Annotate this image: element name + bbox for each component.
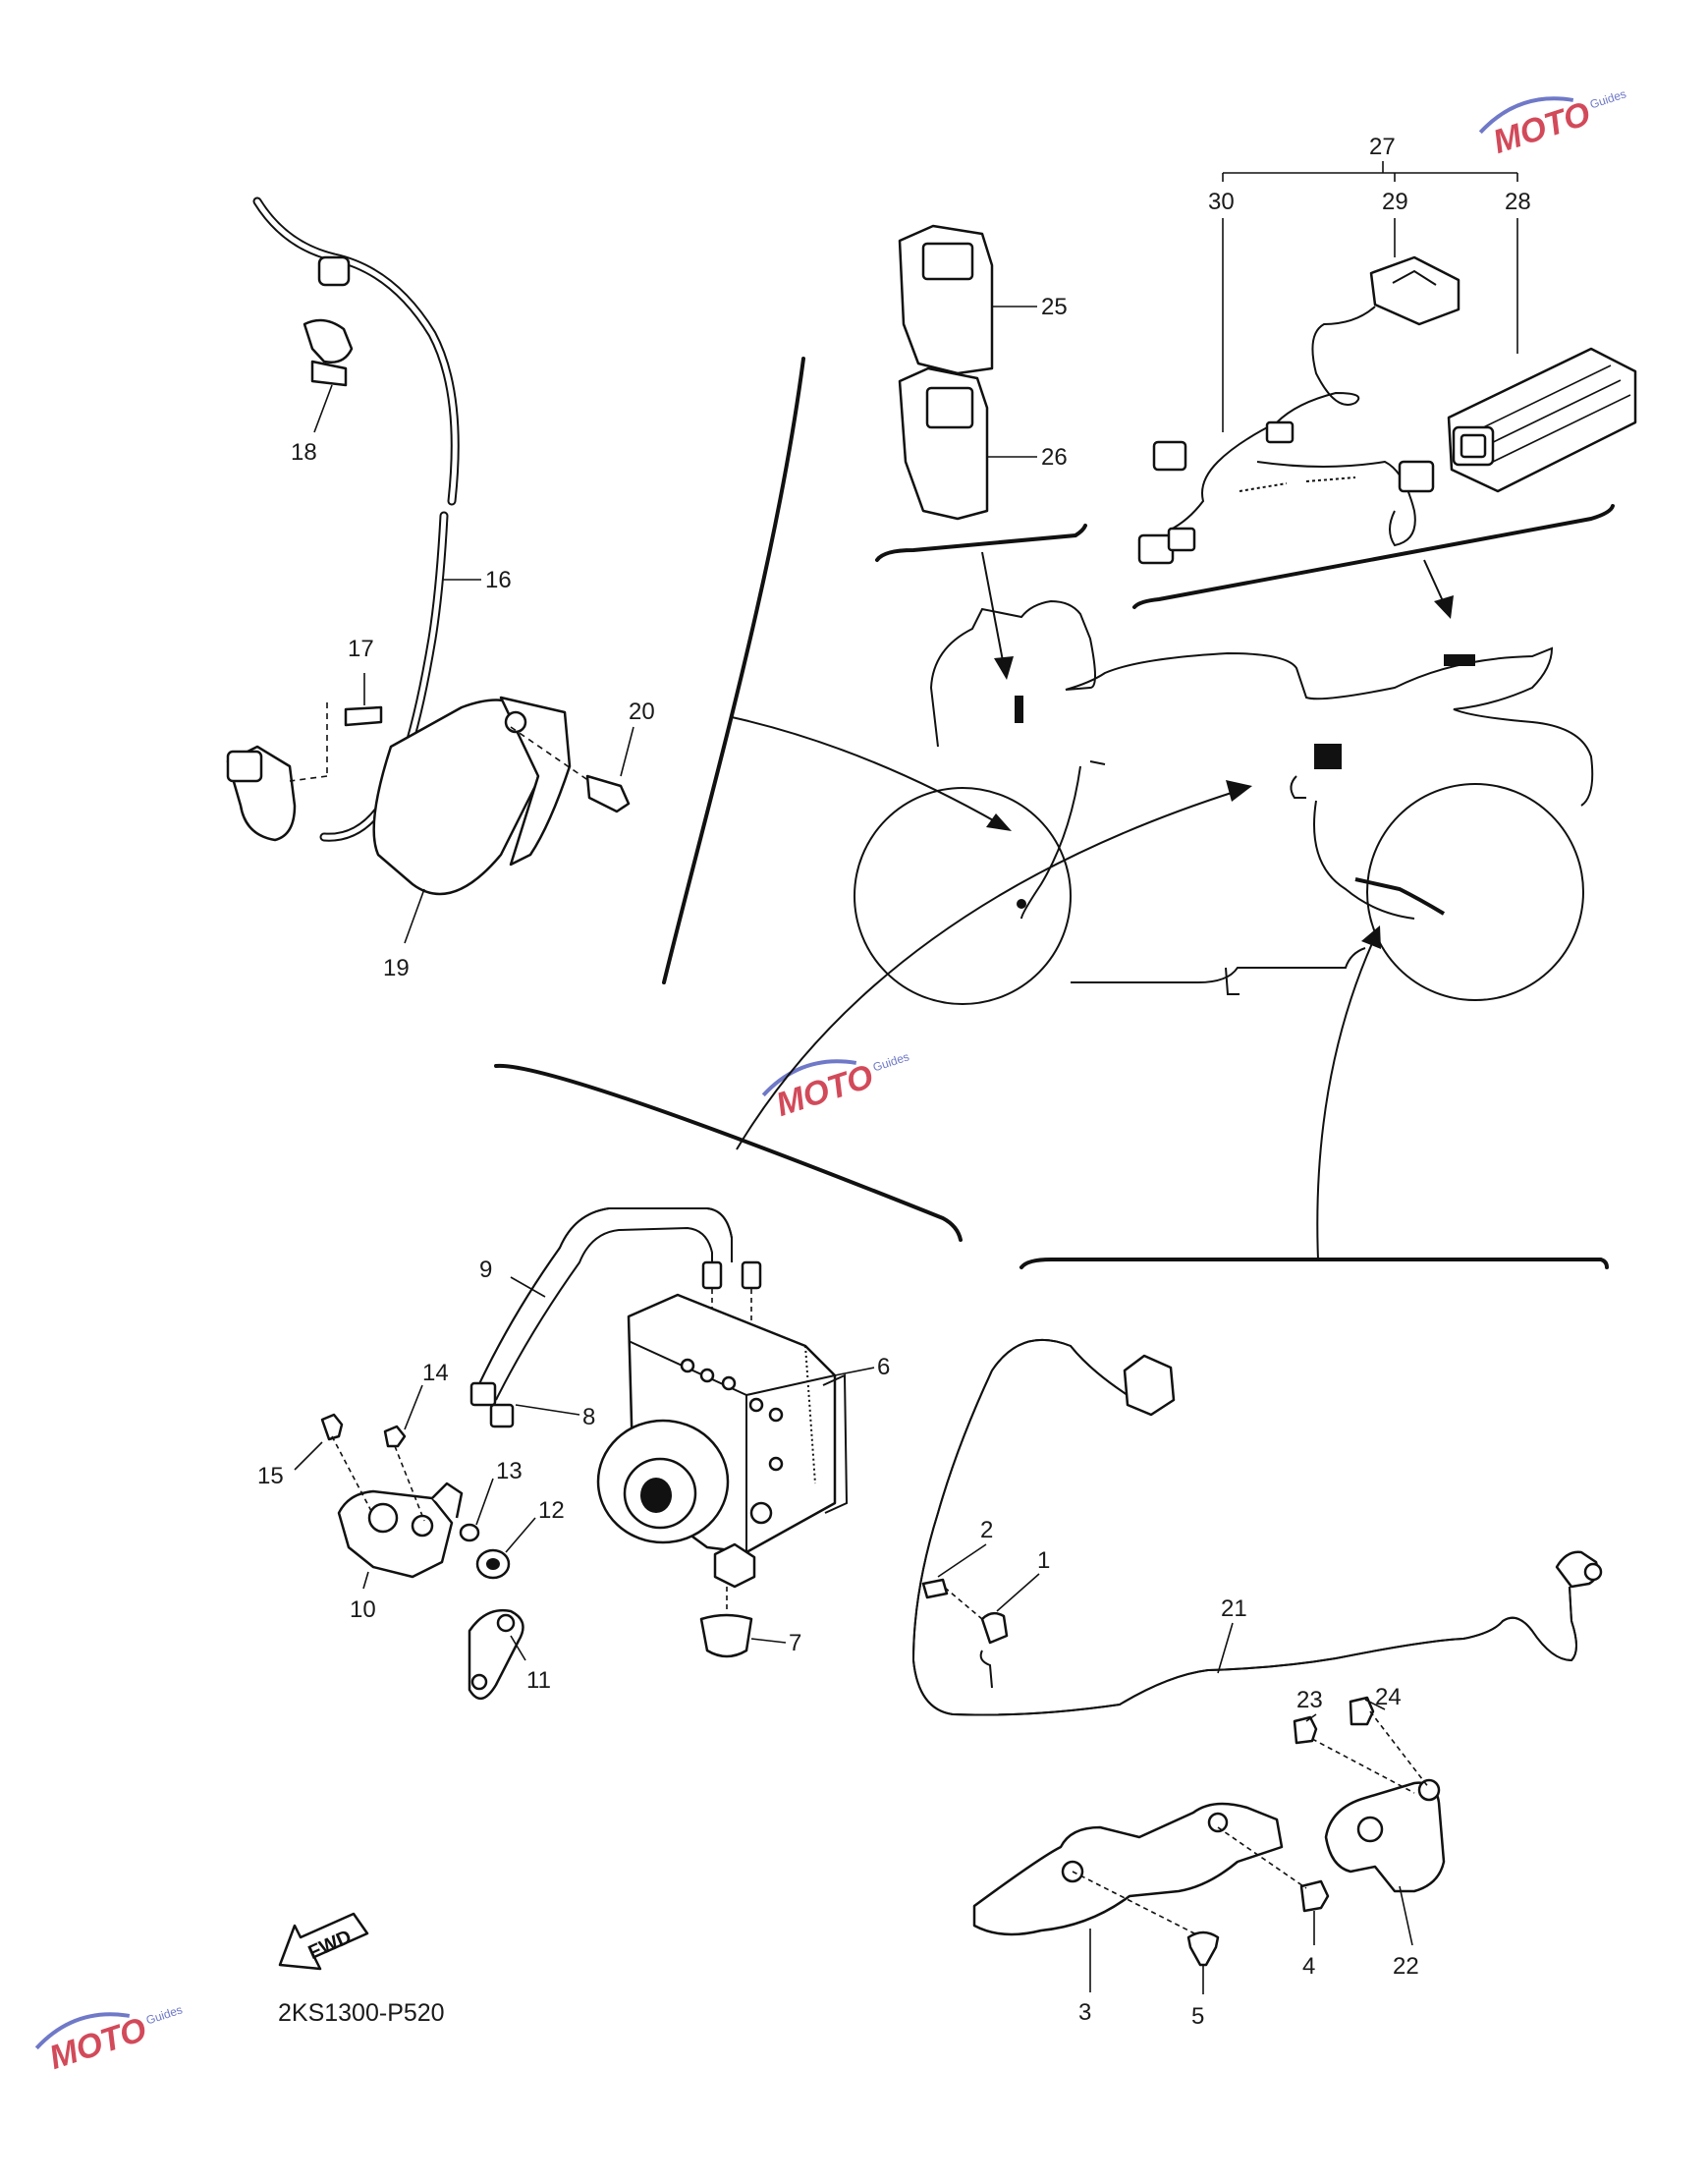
rear-wheel-sensor-group: [911, 1338, 1603, 1967]
sensor-bolt-icon: [344, 705, 383, 727]
fwd-arrow: FWD: [278, 1912, 369, 1971]
callout-30: 30: [1208, 189, 1235, 215]
callout-26: 26: [1041, 444, 1068, 471]
callout-15: 15: [257, 1463, 284, 1489]
bolt-4-icon: [1299, 1879, 1330, 1913]
sensor-stay-icon: [972, 1802, 1284, 1936]
callout-20: 20: [629, 699, 655, 725]
callout-23: 23: [1296, 1687, 1323, 1713]
callout-19: 19: [383, 955, 410, 981]
callout-21: 21: [1221, 1595, 1247, 1622]
callout-16: 16: [485, 567, 512, 593]
callout-28: 28: [1505, 189, 1531, 215]
callout-5: 5: [1191, 2003, 1204, 2030]
svg-text:MOTO: MOTO: [772, 1058, 878, 1124]
watermark-bottom-left: MOTO Guides: [34, 2002, 184, 2077]
svg-text:MOTO: MOTO: [45, 2011, 151, 2077]
callout-6: 6: [877, 1354, 890, 1380]
svg-text:Guides: Guides: [1588, 86, 1627, 111]
brake-fitting-icon: [701, 1260, 723, 1290]
callout-1: 1: [1037, 1547, 1050, 1574]
callout-11: 11: [526, 1667, 551, 1694]
pointer-arrows: [731, 551, 1454, 1260]
section-dividers: [494, 357, 1615, 1269]
callout-25: 25: [1041, 294, 1068, 320]
bolt-24-icon: [1349, 1696, 1375, 1726]
svg-text:MOTO: MOTO: [1489, 95, 1595, 161]
callout-14: 14: [422, 1360, 449, 1386]
clip-screw-icon: [921, 1578, 949, 1599]
callouts-front-sensor: 18 16 17 20 19: [291, 384, 655, 981]
bolt-23-icon: [1293, 1715, 1318, 1745]
control-unit-assembly: 27 30 29 28: [1137, 134, 1637, 565]
callout-3: 3: [1078, 1999, 1091, 2026]
abs-hydraulic-unit-group: [320, 1207, 849, 1700]
hose-clip-icon: [980, 1611, 1009, 1645]
callout-12: 12: [538, 1497, 565, 1524]
diagram-code: 2KS1300-P520: [278, 1999, 445, 2027]
sensor-coupler-icon: [1123, 1354, 1176, 1417]
callout-8: 8: [582, 1404, 595, 1430]
mount-nut-icon: [713, 1542, 756, 1589]
callout-10: 10: [350, 1596, 376, 1623]
callout-22: 22: [1393, 1953, 1419, 1980]
housing-bolt-icon: [585, 774, 631, 813]
callout-9: 9: [479, 1257, 492, 1283]
callout-17: 17: [348, 636, 374, 662]
bolt-5-icon: [1186, 1930, 1220, 1967]
svg-text:Guides: Guides: [871, 1049, 910, 1074]
hose-grommet-icon: [317, 255, 351, 287]
callout-24: 24: [1375, 1684, 1402, 1710]
callout-29: 29: [1382, 189, 1408, 215]
watermark-top-right: MOTO Guides: [1478, 86, 1627, 161]
abs-bracket-icon: [337, 1489, 454, 1579]
callout-27: 27: [1369, 134, 1396, 160]
motorcycle-outline: [854, 599, 1594, 1005]
callout-13: 13: [496, 1458, 523, 1484]
callout-7: 7: [789, 1630, 801, 1656]
svg-text:Guides: Guides: [144, 2002, 184, 2027]
callouts-rear: 1 2 3 4 5 21 22 23 24: [937, 1517, 1419, 2030]
caliper-bracket-icon: [1324, 1781, 1446, 1893]
callout-4: 4: [1302, 1953, 1315, 1980]
callout-18: 18: [291, 439, 317, 466]
callouts-abs: 6 7 8 9 10 11 12 13 14 15: [257, 1257, 890, 1694]
sensor-module-icon: [1369, 255, 1460, 326]
bolt-15-icon: [320, 1413, 344, 1441]
ecu-box-icon: [1447, 347, 1637, 493]
front-wheel-sensor-group: [226, 196, 631, 896]
bolt-14-icon: [383, 1425, 407, 1448]
coupler-a-icon: [1152, 440, 1187, 472]
callout-2: 2: [980, 1517, 993, 1543]
collar-icon: [459, 1523, 480, 1542]
connector-group: 25 26: [898, 224, 1068, 521]
clamp-icon: [303, 318, 354, 364]
rubber-damper-icon: [699, 1613, 753, 1658]
